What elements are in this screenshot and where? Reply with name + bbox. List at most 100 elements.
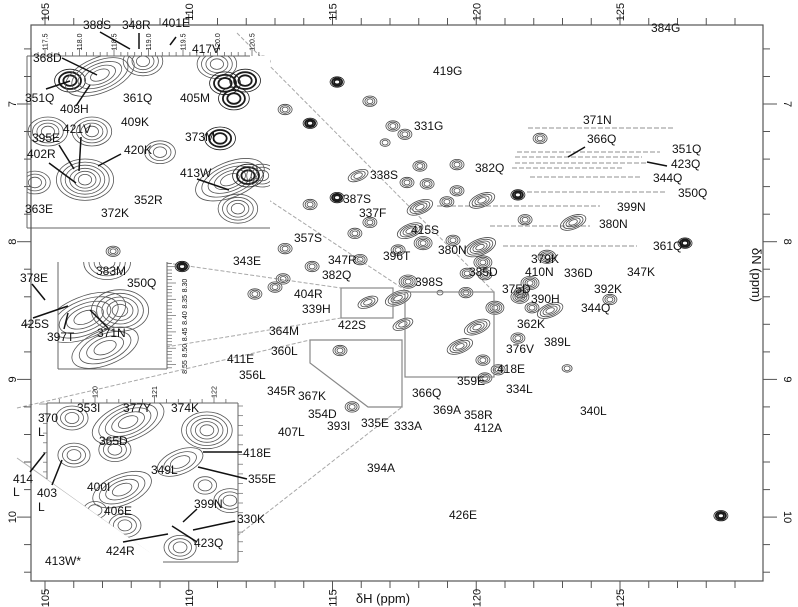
contour-ring (481, 375, 489, 381)
zoom-region-box-large (404, 291, 495, 378)
peak-label: 362K (517, 317, 545, 331)
contour-ring (136, 56, 150, 67)
contour-ring (217, 193, 259, 224)
contour-peak (602, 293, 618, 306)
inset-peak-label: 351Q (25, 91, 54, 105)
contour-ring (512, 333, 524, 343)
peak-label: 343E (233, 254, 261, 268)
contour-ring (384, 289, 412, 307)
peak-label: 351Q (672, 142, 701, 156)
contour-ring (364, 218, 376, 227)
inset-peak-label: 406E (104, 504, 132, 518)
zoom-connector-line (222, 406, 403, 548)
x-tick-label-bottom: 120 (471, 589, 483, 607)
contour-ring (277, 274, 289, 284)
contour-peak (352, 254, 368, 266)
contour-ring (713, 510, 729, 522)
peak-label: 385D (469, 265, 498, 279)
peak-label: 345R (267, 384, 296, 398)
contour-peak (277, 243, 293, 255)
y-tick-label-left: 7 (7, 101, 19, 107)
contour-ring (510, 189, 526, 201)
inset-peak-label: 418E (243, 446, 271, 460)
contour-peak (213, 488, 238, 514)
contour-ring (568, 219, 578, 226)
contour-ring (399, 176, 415, 189)
contour-ring (461, 269, 473, 278)
inset-top-tick-label: 118.0 (77, 33, 84, 50)
contour-ring (201, 161, 259, 198)
contour-ring (401, 178, 413, 187)
contour-peak (536, 302, 564, 319)
leader-lines (29, 31, 668, 543)
contour-ring (514, 335, 522, 341)
contour-ring (279, 244, 291, 253)
inset-peak-label: 403 (37, 486, 57, 500)
contour-peak (217, 193, 259, 224)
contour-ring (281, 245, 289, 252)
contour-ring (490, 364, 506, 376)
contour-ring (400, 275, 416, 288)
contour-ring (168, 538, 193, 557)
contour-ring (494, 366, 502, 373)
contour-ring (469, 322, 485, 333)
inset-bottom-tick-label: 121 (152, 386, 159, 398)
zoom-region-polygon (309, 339, 403, 408)
contour-ring (27, 170, 51, 195)
contour-peak (412, 160, 428, 172)
contour-peak (57, 442, 91, 468)
inset-peak-label: 424R (106, 544, 135, 558)
contour-ring (479, 373, 491, 383)
contour-ring (346, 402, 358, 412)
label-leader-line (61, 57, 98, 76)
contour-ring (193, 476, 218, 495)
contour-peak (92, 470, 152, 509)
contour-ring (66, 449, 82, 462)
contour-ring (436, 289, 444, 296)
contour-ring (446, 338, 474, 355)
contour-ring (172, 541, 188, 554)
contour-ring (250, 166, 270, 185)
contour-ring (98, 403, 158, 441)
contour-peak (463, 318, 491, 336)
contour-ring (306, 201, 314, 208)
contour-ring (60, 408, 84, 428)
inset-peak-label: 330K (237, 512, 265, 526)
contour-peak (490, 364, 506, 376)
x-axis-title: δH (ppm) (356, 591, 410, 606)
contour-peak (56, 158, 115, 201)
peak-label: 398S (415, 275, 443, 289)
peak-label: 379K (531, 252, 559, 266)
contour-ring (466, 320, 488, 334)
contour-ring (520, 275, 540, 290)
contour-ring (201, 56, 233, 76)
inset-top-tick-label: 120.0 (215, 33, 222, 51)
contour-ring (226, 92, 242, 105)
plot-frame (30, 24, 764, 582)
contour-ring (107, 247, 119, 256)
contour-peak (98, 437, 132, 463)
inset-top-tick-label: 119.5 (181, 33, 188, 50)
contour-ring (404, 278, 412, 285)
contour-ring (333, 78, 342, 86)
peak-label: 337F (359, 206, 386, 220)
contour-ring (393, 295, 403, 302)
contour-ring (379, 138, 391, 147)
inset-top-tick-label: 117.5 (43, 33, 50, 50)
contour-ring (606, 296, 614, 303)
contour-ring (364, 96, 376, 106)
contour-ring (64, 164, 106, 195)
contour-ring (306, 120, 315, 127)
contour-ring (460, 288, 472, 297)
contour-ring (536, 302, 564, 319)
contour-ring (98, 262, 116, 269)
contour-ring (277, 103, 293, 116)
contour-ring (178, 263, 187, 270)
contour-ring (477, 258, 489, 267)
contour-ring (302, 198, 318, 211)
contour-peak (439, 196, 455, 208)
contour-ring (350, 170, 366, 181)
inset-peak-label: 423Q (194, 536, 223, 550)
contour-ring (213, 488, 238, 514)
